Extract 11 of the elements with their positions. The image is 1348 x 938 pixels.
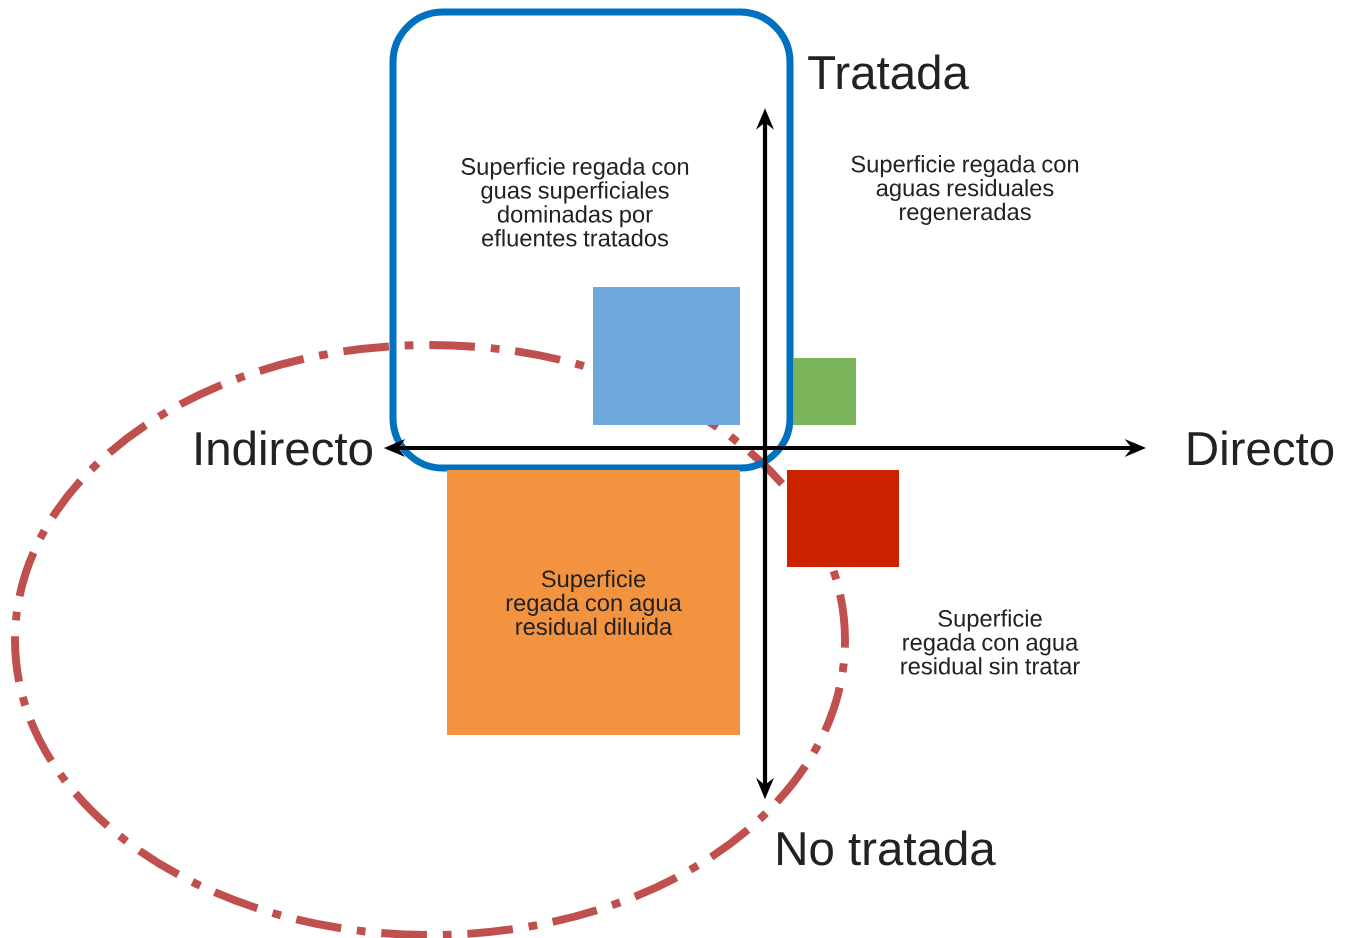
quadrant-label: Superficie regada con guas superficiales dominadas por efluentes tratados: [461, 157, 689, 247]
axis-label: Directo: [1188, 430, 1334, 466]
quadrant-square: [593, 287, 740, 425]
quadrant-square: [787, 470, 899, 567]
axis-label: Tratada: [808, 54, 969, 90]
axis-label: Indirecto: [196, 430, 372, 466]
quadrant-label: Superficie regada con agua residual sin tratar: [901, 609, 1080, 675]
quadrant-box: Superficie regada con agua residual diluida: [447, 470, 740, 735]
quadrant-square: [793, 358, 856, 425]
axis-label: No tratada: [778, 830, 996, 866]
quadrant-label: Superficie regada con aguas residuales regeneradas: [851, 155, 1079, 225]
